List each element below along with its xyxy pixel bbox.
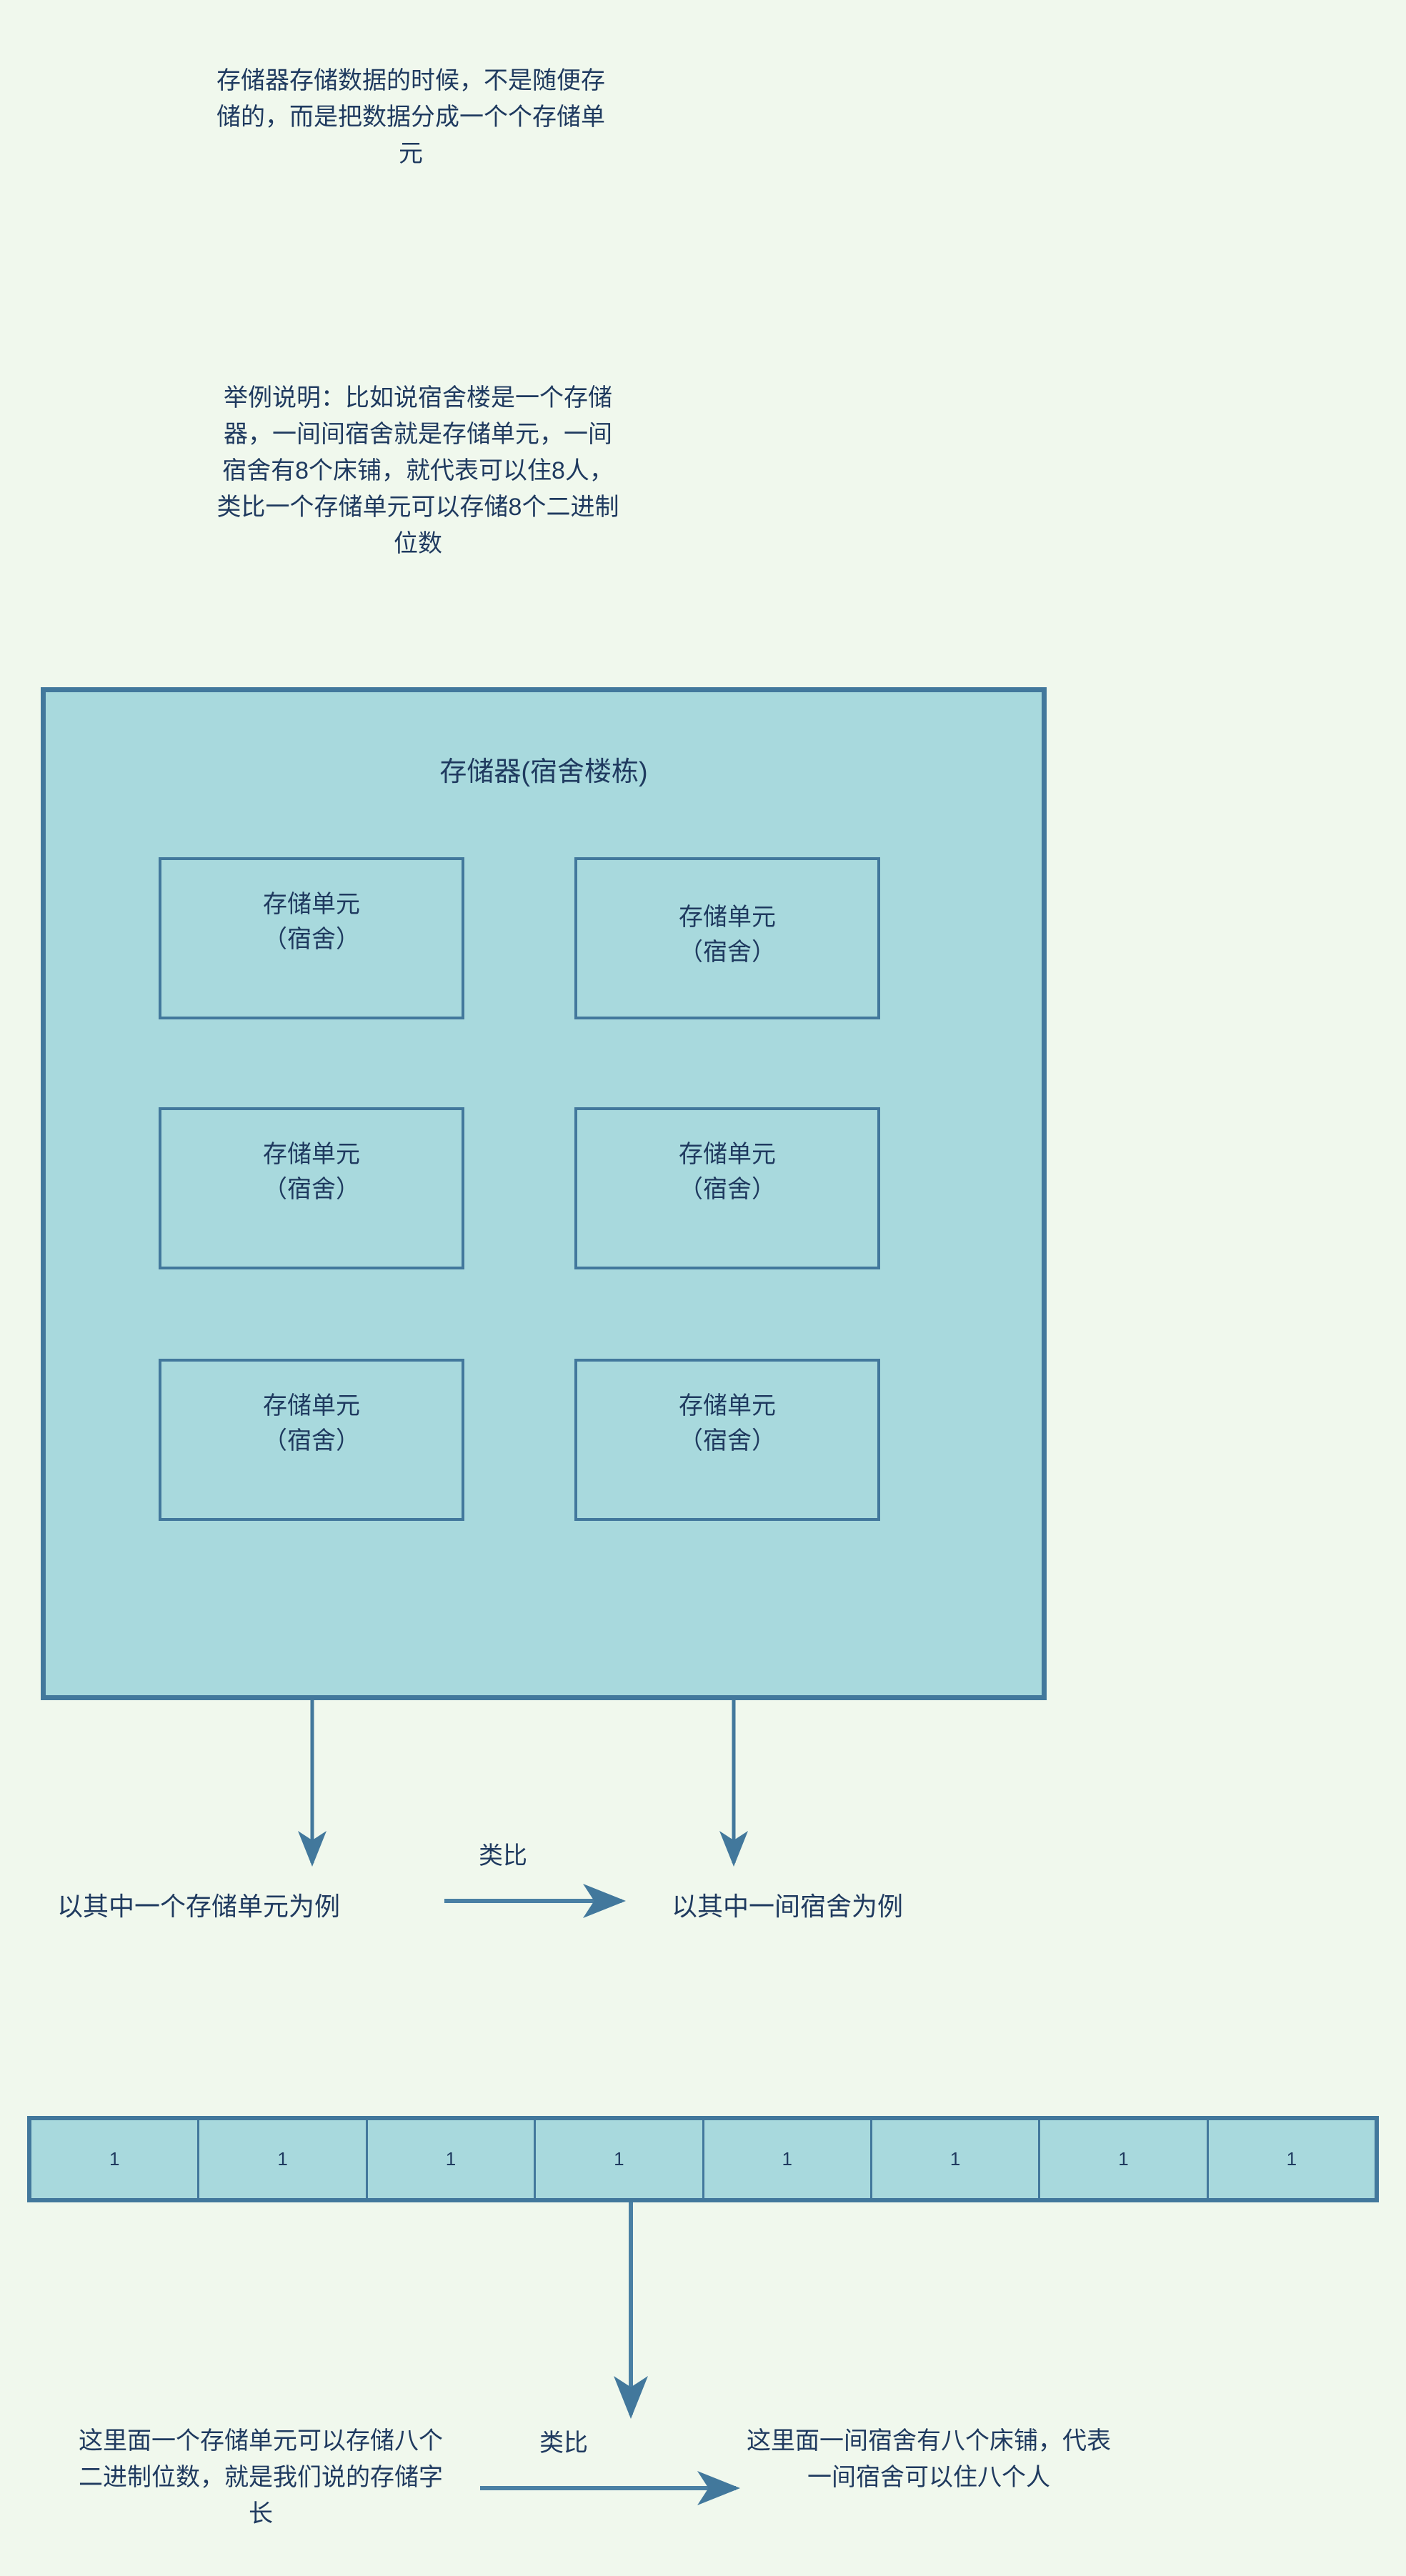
memory-cell-label-secondary: （宿舍）: [263, 926, 360, 954]
analogy-connector-label-bottom: 类比: [539, 2430, 588, 2457]
memory-cell-label-primary: 存储单元: [679, 1141, 776, 1168]
bottom-note-storage-word-length: 这里面一个存储单元可以存储八个二进制位数，就是我们说的存储字长: [79, 2427, 443, 2527]
bit-cell: 1: [368, 2120, 537, 2198]
analogy-label-dorm-room: 以其中一间宿舍为例: [672, 1892, 904, 1921]
memory-cell-label-primary: 存储单元: [263, 1392, 360, 1419]
memory-cell-label-primary: 存储单元: [679, 1392, 776, 1419]
memory-cell-label-secondary: （宿舍）: [263, 1176, 360, 1204]
memory-cell-label-secondary: （宿舍）: [679, 939, 776, 967]
memory-cell-label-primary: 存储单元: [263, 891, 360, 918]
memory-cell-label-secondary: （宿舍）: [679, 1427, 776, 1455]
memory-cell-label-primary: 存储单元: [679, 904, 776, 931]
memory-cell: 存储单元 （宿舍）: [574, 1107, 880, 1269]
note-example: 举例说明：比如说宿舍楼是一个存储器，一间间宿舍就是存储单元，一间宿舍有8个床铺，…: [216, 384, 619, 557]
memory-cell: 存储单元 （宿舍）: [159, 1107, 464, 1269]
bit-cell: 1: [199, 2120, 368, 2198]
bit-cell: 1: [1286, 2148, 1297, 2170]
bit-cell: 1: [536, 2120, 704, 2198]
memory-cell: 存储单元 （宿舍）: [159, 1359, 464, 1521]
bit-cell: 1: [872, 2120, 1041, 2198]
bit-row: 1 1 1 1 1 1 1 1: [27, 2116, 1379, 2202]
analogy-label-storage-unit: 以其中一个存储单元为例: [57, 1892, 341, 1921]
memory-container-title: 存储器(宿舍楼栋): [439, 757, 648, 787]
analogy-connector-label-top: 类比: [479, 1842, 527, 1869]
memory-cell-label-primary: 存储单元: [263, 1141, 360, 1168]
bit-cell: 1: [1040, 2120, 1209, 2198]
memory-cell: 存储单元 （宿舍）: [574, 1359, 880, 1521]
note-intro: 存储器存储数据的时候，不是随便存储的，而是把数据分成一个个存储单元: [216, 67, 605, 167]
bit-cell: 1: [31, 2120, 200, 2198]
memory-cell: 存储单元 （宿舍）: [574, 857, 880, 1019]
bit-cell: 1: [704, 2120, 872, 2198]
memory-cell-label-secondary: （宿舍）: [679, 1176, 776, 1204]
memory-cell-label-secondary: （宿舍）: [263, 1427, 360, 1455]
bottom-note-dorm-beds: 这里面一间宿舍有八个床铺，代表一间宿舍可以住八个人: [747, 2427, 1111, 2491]
memory-cell: 存储单元 （宿舍）: [159, 857, 464, 1019]
